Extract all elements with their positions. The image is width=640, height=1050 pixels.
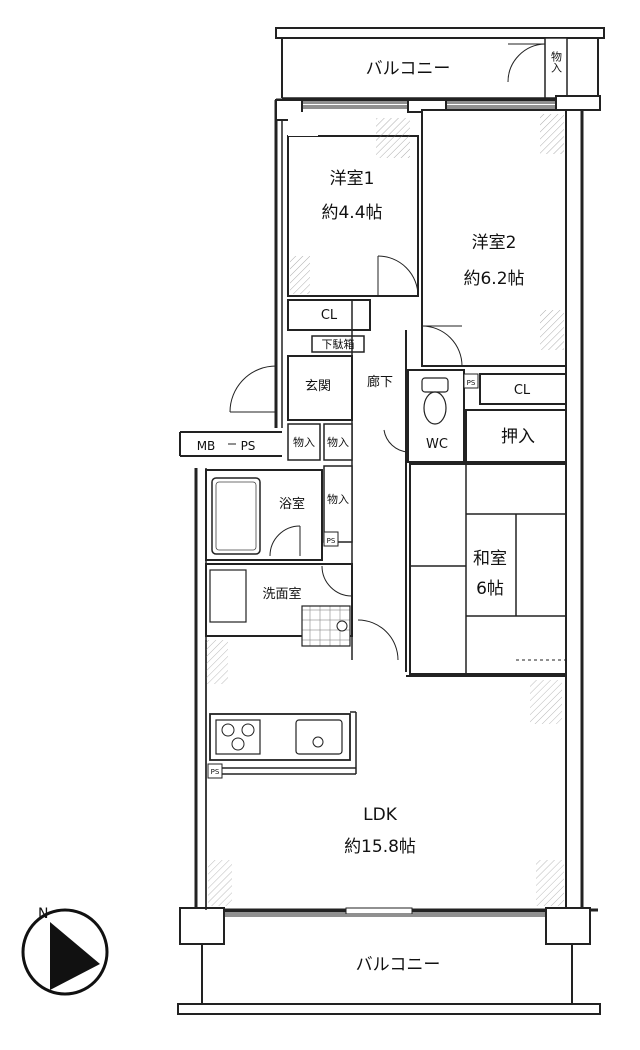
ldk-size: 約15.8帖 — [344, 837, 416, 857]
ps-label: PS — [241, 439, 256, 453]
closet-2 — [479, 373, 567, 405]
western2-size: 約6.2帖 — [463, 269, 524, 289]
balcony-bottom — [177, 944, 601, 1015]
oshiire — [465, 409, 567, 463]
ldk-name: LDK — [363, 805, 398, 825]
washroom — [205, 563, 399, 661]
hallway — [351, 300, 407, 672]
shoe-cabinet-label: 下駄箱 — [322, 337, 355, 351]
compass-north-label: N — [38, 906, 48, 922]
shoe-cabinet — [311, 335, 365, 353]
bathroom-label: 浴室 — [279, 496, 305, 512]
balcony-top-label: バルコニー — [366, 59, 451, 79]
storage-b — [323, 423, 353, 461]
storage-c-label: 物入 — [327, 492, 349, 506]
closet-1 — [287, 295, 371, 331]
bathroom — [205, 469, 323, 561]
wc-label: WC — [426, 437, 448, 452]
windows-bottom — [224, 907, 546, 915]
oshiire-label: 押入 — [501, 427, 535, 447]
windows-top — [302, 102, 556, 107]
japanese-size: 6帖 — [476, 579, 504, 599]
wc-room — [383, 369, 465, 463]
western-room-2 — [421, 109, 567, 367]
storage-a-label: 物入 — [293, 435, 315, 449]
storage-top-label: 物入 — [550, 50, 563, 73]
closet2-label: CL — [514, 383, 531, 398]
ps-bath — [323, 531, 339, 547]
washroom-label: 洗面室 — [262, 586, 301, 602]
ps-kitchen-label: PS — [211, 768, 220, 776]
ps-wc-label: PS — [467, 379, 476, 387]
mb-ps — [179, 431, 282, 457]
western1-size: 約4.4帖 — [321, 203, 382, 223]
closet1-label: CL — [321, 308, 338, 323]
entrance — [229, 355, 353, 421]
ps-wc — [463, 373, 479, 389]
hallway-label: 廊下 — [367, 374, 393, 390]
entrance-label: 玄関 — [305, 379, 331, 394]
balcony-bottom-label: バルコニー — [356, 955, 441, 975]
western2-name: 洋室2 — [472, 233, 517, 253]
storage-top — [507, 37, 568, 99]
mb-label: MB — [197, 439, 216, 453]
japanese-room — [409, 463, 567, 675]
japanese-name: 和室 — [473, 549, 507, 569]
western-room-1 — [287, 112, 419, 297]
storage-c — [323, 465, 353, 543]
ps-bath-label: PS — [327, 537, 336, 545]
storage-a — [287, 423, 321, 461]
ps-kitchen — [207, 763, 223, 779]
western1-name: 洋室1 — [330, 169, 375, 189]
kitchen — [209, 711, 357, 775]
compass: N — [21, 906, 109, 996]
storage-b-label: 物入 — [327, 435, 349, 449]
ldk — [205, 640, 566, 910]
room-labels: バルコニー 物入 洋室1 約4.4帖 洋室2 約6.2帖 CL CL 下駄箱 玄… — [197, 50, 563, 975]
